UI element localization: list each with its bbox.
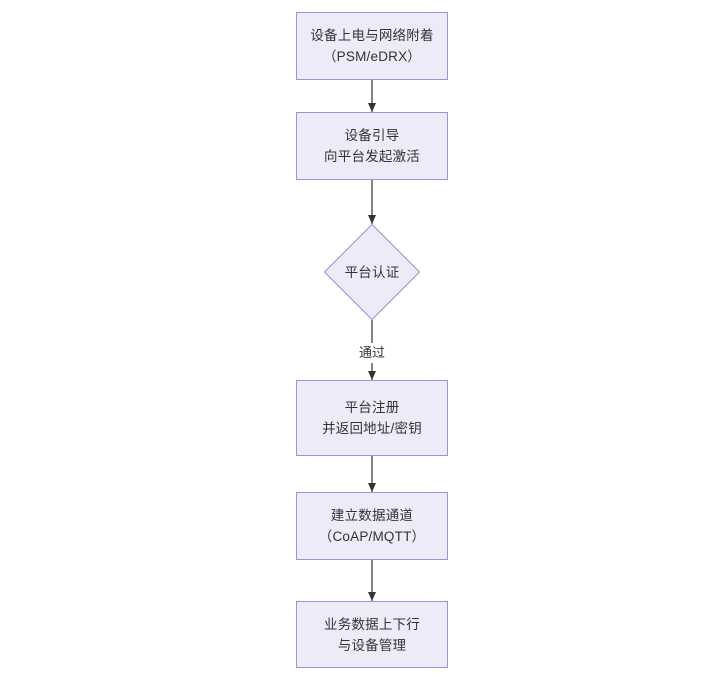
node-data-channel[interactable]: 建立数据通道 （CoAP/MQTT）	[296, 492, 448, 560]
node-platform-authentication[interactable]: 平台认证	[324, 224, 420, 320]
node-label: 设备引导 向平台发起激活	[324, 128, 420, 164]
diamond-shape	[324, 224, 420, 320]
edge-label-text: 通过	[358, 345, 386, 360]
node-device-bootstrap[interactable]: 设备引导 向平台发起激活	[296, 112, 448, 180]
node-business-data[interactable]: 业务数据上下行 与设备管理	[296, 601, 448, 668]
node-platform-registration[interactable]: 平台注册 并返回地址/密钥	[296, 380, 448, 456]
node-label: 设备上电与网络附着 （PSM/eDRX）	[310, 28, 434, 64]
node-device-power-on[interactable]: 设备上电与网络附着 （PSM/eDRX）	[296, 12, 448, 80]
node-label: 业务数据上下行 与设备管理	[324, 616, 420, 653]
node-label: 平台认证	[344, 264, 400, 280]
edge-label-pass: 通过	[355, 343, 389, 363]
node-label: 建立数据通道 （CoAP/MQTT）	[318, 508, 426, 544]
node-label: 平台注册 并返回地址/密钥	[322, 400, 422, 436]
